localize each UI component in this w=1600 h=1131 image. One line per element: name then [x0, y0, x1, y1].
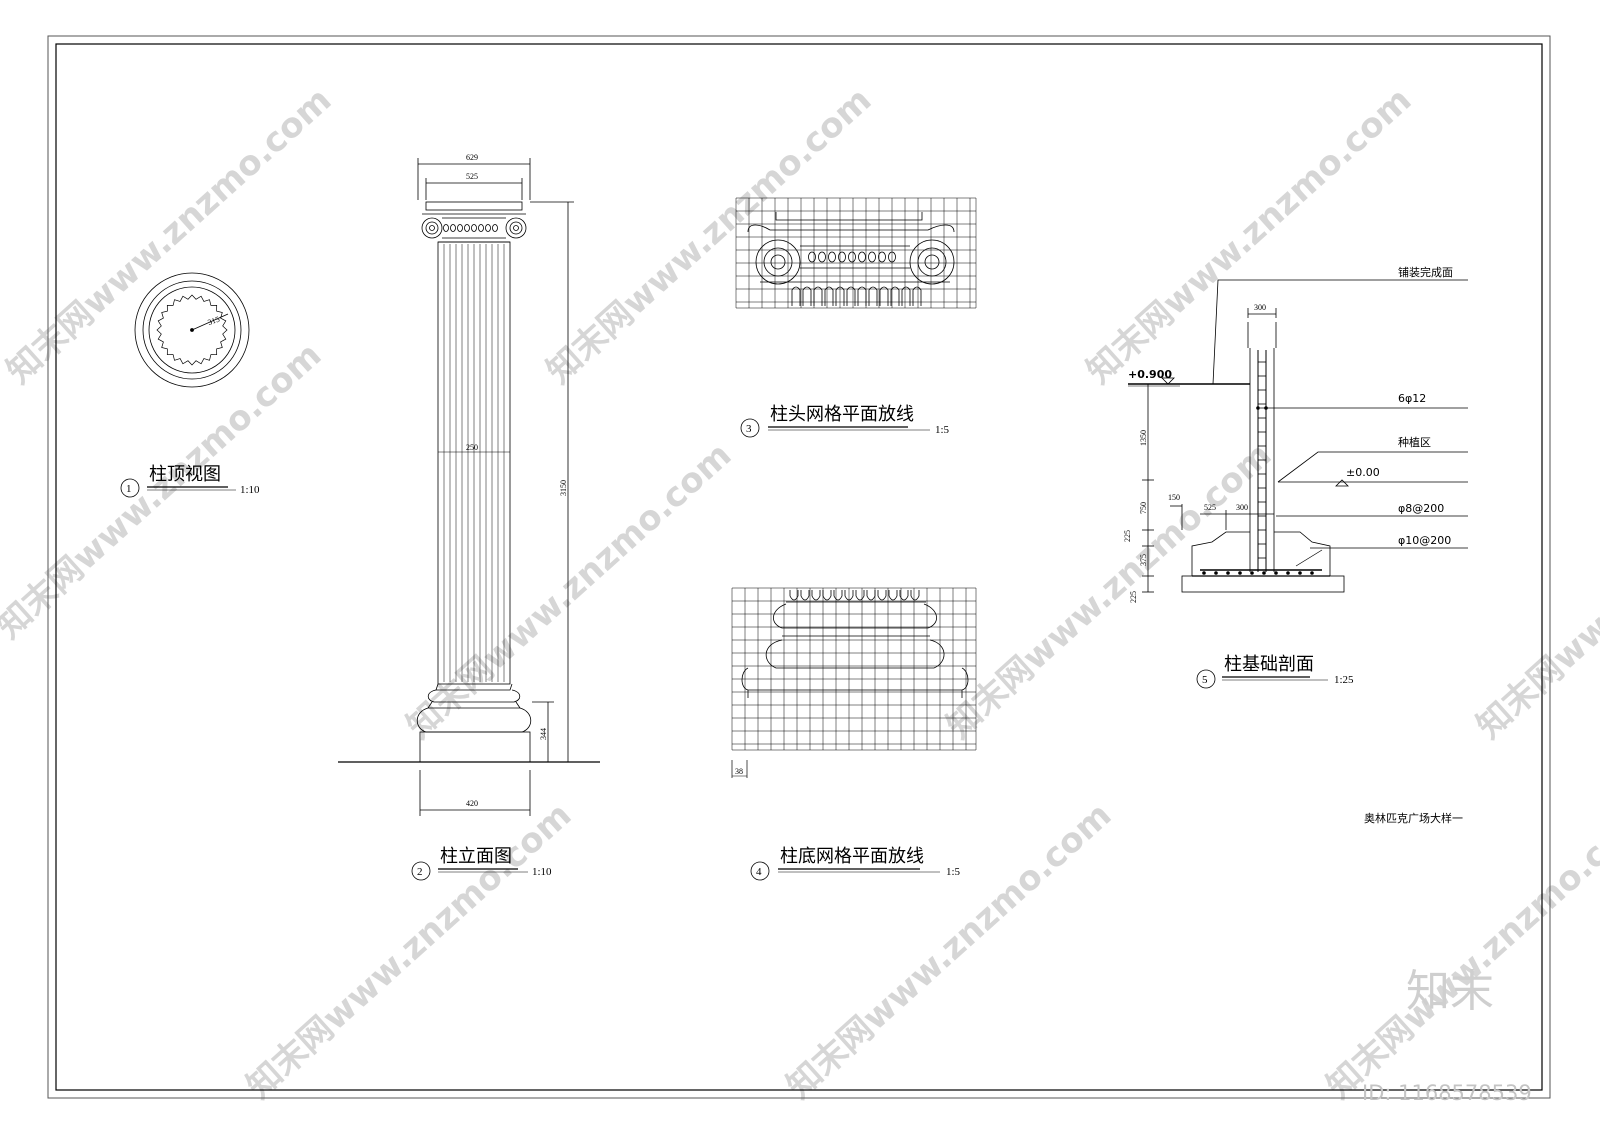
dim-base-height: 344 [539, 728, 548, 740]
outer-frame [47, 35, 1551, 1099]
foundation-labels: 铺装完成面 300 +0.900 6φ12 种植区 ±0.00 φ8@200 φ… [1123, 265, 1453, 603]
watermark-text: 知末网www.znzmo.com [1319, 795, 1600, 1107]
watermark-text: 知末网www.znzmo.com [0, 335, 329, 647]
wall-width: 300 [1254, 303, 1266, 312]
dim-750: 750 [1139, 502, 1148, 514]
view-title: 柱基础剖面 [1224, 654, 1314, 675]
view-title: 柱立面图 [440, 846, 512, 867]
foundation-section [1128, 279, 1468, 593]
dim-1350: 1350 [1139, 430, 1148, 446]
dim-top-inner: 525 [466, 172, 478, 181]
dim-225-lower: 225 [1129, 591, 1138, 603]
view-scale: 1:5 [946, 866, 961, 878]
watermark-logo: 知末 [1406, 966, 1494, 1017]
capital-grid [735, 197, 977, 309]
view-scale: 1:5 [935, 424, 950, 436]
watermark-text: 知末网www.znzmo.com [779, 795, 1119, 1107]
radius-label: 315 [207, 315, 221, 328]
watermark-text: 知末网www.znzmo.com [239, 795, 579, 1107]
view-title: 柱底网格平面放线 [780, 846, 924, 867]
elevation-top: +0.900 [1128, 368, 1172, 381]
watermark-id: ID: 1168578539 [1362, 1081, 1532, 1105]
view-label-2: 2 柱立面图 1:10 [411, 846, 552, 881]
column-elevation [338, 158, 600, 816]
dim-shaft: 250 [466, 443, 478, 452]
view-title: 柱顶视图 [149, 464, 221, 485]
view-scale: 1:10 [532, 866, 552, 878]
paving-label: 铺装完成面 [1398, 265, 1453, 279]
view-label-1: 1 柱顶视图 1:10 [120, 464, 260, 498]
view-label-4: 4 柱底网格平面放线 1:5 [750, 846, 961, 881]
watermark-text: 知末网www.znzmo.com [1079, 80, 1419, 392]
dim-525: 525 [1204, 503, 1216, 512]
view-title: 柱头网格平面放线 [770, 404, 914, 425]
view-label-5: 5 柱基础剖面 1:25 [1196, 654, 1354, 689]
view-number: 5 [1202, 674, 1208, 686]
view-label-3: 3 柱头网格平面放线 1:5 [740, 404, 950, 438]
column-top-view [134, 272, 250, 388]
watermark-text: 知末网www.znzmo.com [539, 80, 879, 392]
planting-label: 种植区 [1398, 435, 1431, 449]
grid-cell-label: 38 [735, 767, 743, 776]
dim-top-outer: 629 [466, 153, 478, 162]
drawing-title: 奥林匹克广场大样一 [1364, 811, 1463, 825]
base-grid [731, 587, 977, 778]
inner-frame [55, 43, 1543, 1091]
dim-base-width: 420 [466, 799, 478, 808]
view-number: 2 [417, 866, 423, 878]
dim-150: 150 [1168, 493, 1180, 502]
dim-225-upper: 225 [1123, 530, 1132, 542]
view-scale: 1:25 [1334, 674, 1354, 686]
dim-375: 375 [1139, 554, 1148, 566]
watermark-text: 知末网www.znzmo.com [0, 80, 339, 392]
rebar-bottom: φ10@200 [1398, 534, 1451, 547]
rebar-vertical: 6φ12 [1398, 392, 1426, 405]
view-number: 3 [746, 423, 752, 435]
view-number: 1 [126, 483, 132, 495]
watermark-layer: 知末网www.znzmo.com 知末网www.znzmo.com 知末网www… [0, 80, 1600, 1107]
view-scale: 1:10 [240, 484, 260, 496]
elevation-zero: ±0.00 [1346, 466, 1380, 479]
dim-300: 300 [1236, 503, 1248, 512]
dim-height: 3150 [559, 480, 568, 496]
view-number: 4 [756, 866, 762, 878]
watermark-text: 知末网www.znzmo.com [1469, 435, 1600, 747]
rebar-stirrup: φ8@200 [1398, 502, 1444, 515]
watermark-text: 知末网www.znzmo.com [939, 435, 1279, 747]
